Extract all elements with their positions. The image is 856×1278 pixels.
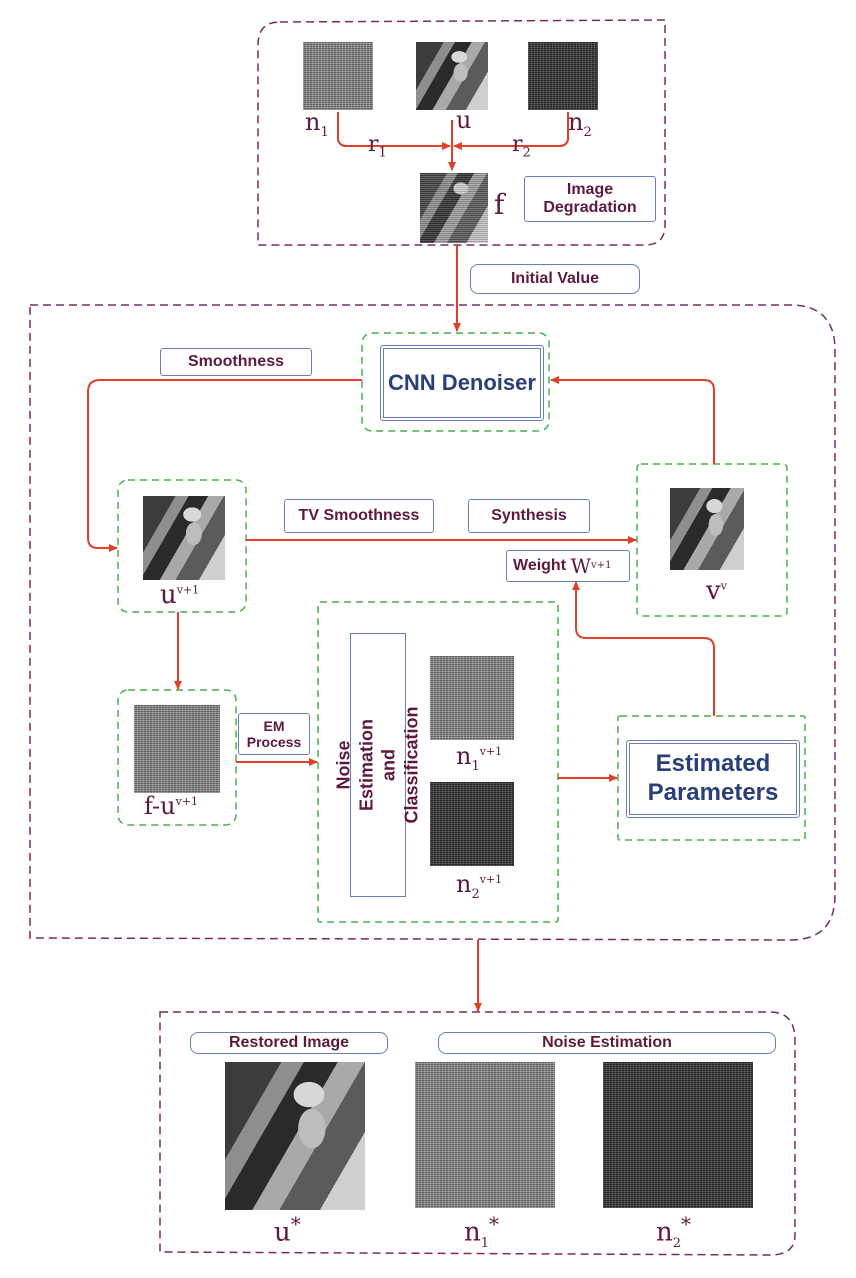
smoothness-tag: Smoothness: [160, 348, 312, 376]
n1-final-image: [415, 1062, 555, 1208]
u-image: [143, 496, 225, 580]
arrow-n1-to-f: [337, 112, 451, 150]
u-star-label: u*: [274, 1212, 301, 1248]
n2-estimate-label: n2v+1: [456, 870, 503, 902]
n1-estimate-label: n1v+1: [456, 742, 503, 774]
noise1-label: n1: [305, 108, 329, 140]
em-process-tag: EM Process: [238, 713, 310, 755]
arrow-n2-to-f: [453, 112, 569, 150]
observed-label: f: [494, 188, 505, 221]
tv-smoothness-tag: TV Smoothness: [284, 499, 434, 533]
restored-image-tag: Restored Image: [190, 1032, 388, 1054]
noise-module-outline: [317, 601, 559, 923]
arrow-cnn-to-u: [87, 379, 362, 552]
noise-estimation-classification-box: Noise Estimation and Classification: [334, 633, 422, 897]
ratio1-label: r1: [368, 132, 387, 161]
noise1-image: [303, 42, 373, 110]
noise2-label: n2: [568, 108, 592, 140]
ratio2-label: r2: [512, 132, 531, 161]
v-module-outline: [636, 463, 788, 617]
residual-label: f-uv+1: [144, 792, 199, 820]
arrow-v-to-cnn: [550, 376, 715, 464]
n1-estimate-image: [430, 656, 514, 740]
n2-estimate-image: [430, 782, 514, 866]
noise2-image: [528, 42, 598, 110]
iteration-stage-outline: [29, 304, 836, 941]
arrow-params-to-weight: [572, 581, 715, 716]
params-module-outline: [617, 715, 806, 841]
initial-value-tag: Initial Value: [470, 264, 640, 294]
n2-star-label: n2*: [656, 1212, 692, 1251]
cnn-module-outline: [361, 332, 550, 432]
v-image: [670, 488, 744, 570]
output-stage-outline: [159, 1011, 796, 1256]
synthesis-tag: Synthesis: [468, 499, 590, 533]
u-module-outline: [117, 479, 247, 613]
n2-final-image: [603, 1062, 753, 1208]
observed-image: [420, 173, 488, 243]
restored-image: [225, 1062, 365, 1210]
v-label: vv: [706, 576, 727, 606]
u-label: uv+1: [160, 580, 200, 610]
residual-module-outline: [117, 689, 237, 826]
clean-image: [416, 42, 488, 110]
n1-star-label: n1*: [464, 1212, 500, 1251]
noise-estimation-tag: Noise Estimation: [438, 1032, 776, 1054]
residual-image: [134, 705, 220, 793]
estimated-parameters-box: Estimated Parameters: [626, 740, 800, 818]
clean-label: u: [456, 106, 472, 134]
image-degradation-tag: Image Degradation: [524, 176, 656, 222]
cnn-denoiser-box: CNN Denoiser: [380, 345, 544, 421]
